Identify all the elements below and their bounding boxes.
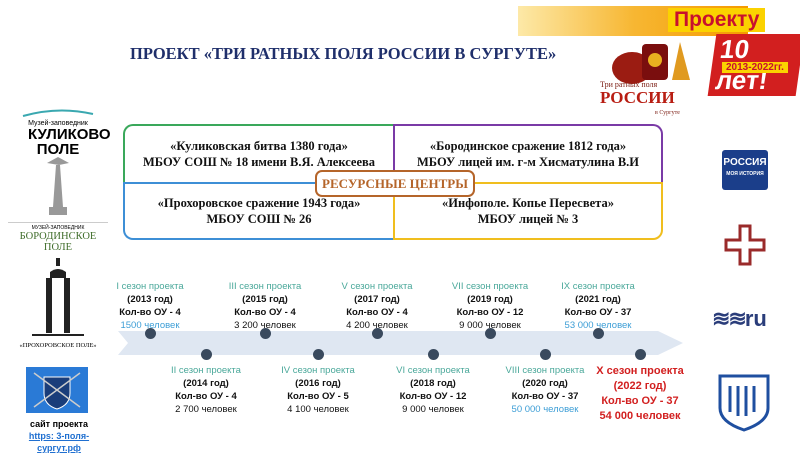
season-people: 2 700 человек bbox=[175, 404, 237, 415]
season-schools: Кол-во ОУ - 4 bbox=[346, 307, 408, 318]
season-people: 4 200 человек bbox=[346, 320, 408, 331]
season-year: (2021 год) bbox=[575, 294, 621, 305]
season-people: 9 000 человек bbox=[459, 320, 521, 331]
season-people: 9 000 человек bbox=[402, 404, 464, 415]
prokhorovka-logo: «ПРОХОРОВСКОЕ ПОЛЕ» bbox=[8, 258, 108, 349]
season-people: 1500 человек bbox=[120, 320, 180, 331]
season-schools: Кол-во ОУ - 5 bbox=[287, 391, 349, 402]
season-people: 4 100 человек bbox=[287, 404, 349, 415]
season-block: VI сезон проекта (2018 год) Кол-во ОУ - 12… bbox=[373, 364, 493, 416]
season-year: (2013 год) bbox=[127, 294, 173, 305]
season-schools: Кол-во ОУ - 4 bbox=[234, 307, 296, 318]
timeline-dot bbox=[201, 349, 212, 360]
center-kulikovo: «Куликовская битва 1380 года»МБОУ СОШ № … bbox=[123, 124, 393, 182]
timeline-dot bbox=[593, 328, 604, 339]
kulikovo-logo: Музей-заповедник КУЛИКОВО ПОЛЕ bbox=[8, 108, 111, 219]
site-link[interactable]: https: 3-поля-сургут.рф bbox=[28, 431, 90, 453]
timeline-dot bbox=[145, 328, 156, 339]
season-schools: Кол-во ОУ - 37 bbox=[601, 395, 679, 407]
timeline-dot bbox=[372, 328, 383, 339]
season-block: IV сезон проекта (2016 год) Кол-во ОУ - 5 4… bbox=[258, 364, 378, 416]
anniversary-years: 2013-2022гг. bbox=[722, 62, 788, 73]
season-title: III сезон проекта bbox=[228, 281, 302, 292]
resource-centers-label: РЕСУРСНЫЕ ЦЕНТРЫ bbox=[315, 170, 475, 197]
season-title: VII сезон проекта bbox=[451, 281, 529, 292]
helmets-icon bbox=[612, 42, 690, 84]
season-block: VIII сезон проекта (2020 год) Кол-во ОУ - … bbox=[485, 364, 605, 416]
timeline-dot bbox=[635, 349, 646, 360]
center-infopole: «Инфополе. Копье Пересвета»МБОУ лицей № … bbox=[393, 182, 663, 240]
season-block: II сезон проекта (2014 год) Кол-во ОУ - 4 2… bbox=[146, 364, 266, 416]
season-title: VIII сезон проекта bbox=[505, 365, 585, 376]
timeline-dot bbox=[540, 349, 551, 360]
season-block: VII сезон проекта (2019 год) Кол-во ОУ - 1… bbox=[430, 280, 550, 332]
university-logo-icon bbox=[718, 374, 770, 432]
season-title: VI сезон проекта bbox=[396, 365, 470, 376]
season-schools: Кол-во ОУ - 4 bbox=[119, 307, 181, 318]
cross-emblem-icon bbox=[724, 224, 766, 266]
season-title: I сезон проекта bbox=[116, 281, 184, 292]
season-year: (2022 год) bbox=[613, 380, 667, 392]
timeline-dot bbox=[260, 328, 271, 339]
center-prokhorovka: «Прохоровское сражение 1943 года»МБОУ СО… bbox=[123, 182, 393, 240]
season-title: IX сезон проекта bbox=[561, 281, 635, 292]
page-title: ПРОЕКТ «ТРИ РАТНЫХ ПОЛЯ РОССИИ В СУРГУТЕ… bbox=[130, 44, 557, 63]
season-schools: Кол-во ОУ - 12 bbox=[456, 307, 524, 318]
timeline-dot bbox=[428, 349, 439, 360]
season-schools: Кол-во ОУ - 37 bbox=[564, 307, 632, 318]
site-label: сайт проекта bbox=[30, 419, 88, 429]
season-block: I сезон проекта (2013 год) Кол-во ОУ - 4 15… bbox=[90, 280, 210, 332]
anniversary-line1: Проекту bbox=[668, 8, 766, 32]
season-block: III сезон проекта (2015 год) Кол-во ОУ - 4… bbox=[205, 280, 325, 332]
monument-icon bbox=[47, 157, 69, 215]
season-title: IV сезон проекта bbox=[281, 365, 355, 376]
wave-ru-logo: ≋≋ru bbox=[712, 306, 767, 331]
season-people: 53 000 человек bbox=[564, 320, 632, 331]
shield-logo-icon bbox=[26, 367, 88, 413]
season-block: X сезон проекта (2022 год) Кол-во ОУ - 37 5… bbox=[580, 364, 700, 424]
season-year: (2017 год) bbox=[354, 294, 400, 305]
season-year: (2016 год) bbox=[295, 378, 341, 389]
belfry-icon bbox=[32, 258, 84, 336]
resource-centers: «Куликовская битва 1380 года»МБОУ СОШ № … bbox=[123, 124, 663, 240]
season-year: (2018 год) bbox=[410, 378, 456, 389]
season-year: (2019 год) bbox=[467, 294, 513, 305]
season-block: V сезон проекта (2017 год) Кол-во ОУ - 4 4 … bbox=[317, 280, 437, 332]
site-block: сайт проекта https: 3-поля-сургут.рф bbox=[14, 418, 104, 454]
season-schools: Кол-во ОУ - 37 bbox=[511, 391, 579, 402]
season-schools: Кол-во ОУ - 4 bbox=[175, 391, 237, 402]
season-people: 54 000 человек bbox=[599, 410, 681, 422]
center-borodino: «Бородинское сражение 1812 года»МБОУ лиц… bbox=[393, 124, 663, 182]
season-block: IX сезон проекта (2021 год) Кол-во ОУ - 37… bbox=[538, 280, 658, 332]
season-year: (2015 год) bbox=[242, 294, 288, 305]
season-title: V сезон проекта bbox=[341, 281, 413, 292]
timeline-dot bbox=[485, 328, 496, 339]
season-year: (2020 год) bbox=[522, 378, 568, 389]
borodino-logo: МУЗЕЙ-ЗАПОВЕДНИК БОРОДИНСКОЕ ПОЛЕ bbox=[8, 222, 108, 253]
season-title: II сезон проекта bbox=[171, 365, 241, 376]
season-title: X сезон проекта bbox=[596, 365, 684, 377]
season-people: 3 200 человек bbox=[234, 320, 296, 331]
season-schools: Кол-во ОУ - 12 bbox=[399, 391, 467, 402]
season-year: (2014 год) bbox=[183, 378, 229, 389]
season-people: 50 000 человек bbox=[511, 404, 579, 415]
timeline-dot bbox=[313, 349, 324, 360]
